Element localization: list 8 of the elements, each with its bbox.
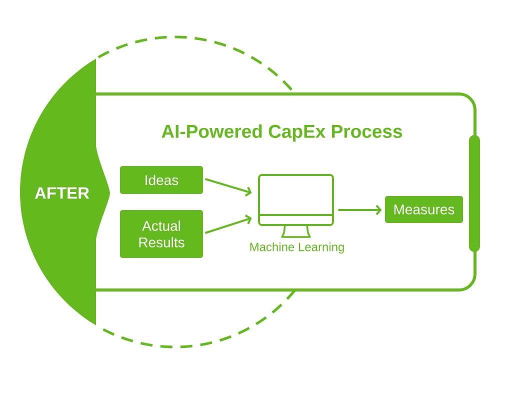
arrow <box>338 204 382 216</box>
process-box: Actual Results <box>120 210 203 258</box>
process-box: Measures <box>385 196 463 223</box>
icon-label: Machine Learning <box>250 242 344 254</box>
circle-segment: AFTER <box>20 58 110 326</box>
process-box: Ideas <box>120 166 203 194</box>
arrow <box>204 178 252 197</box>
arrow <box>204 214 252 234</box>
